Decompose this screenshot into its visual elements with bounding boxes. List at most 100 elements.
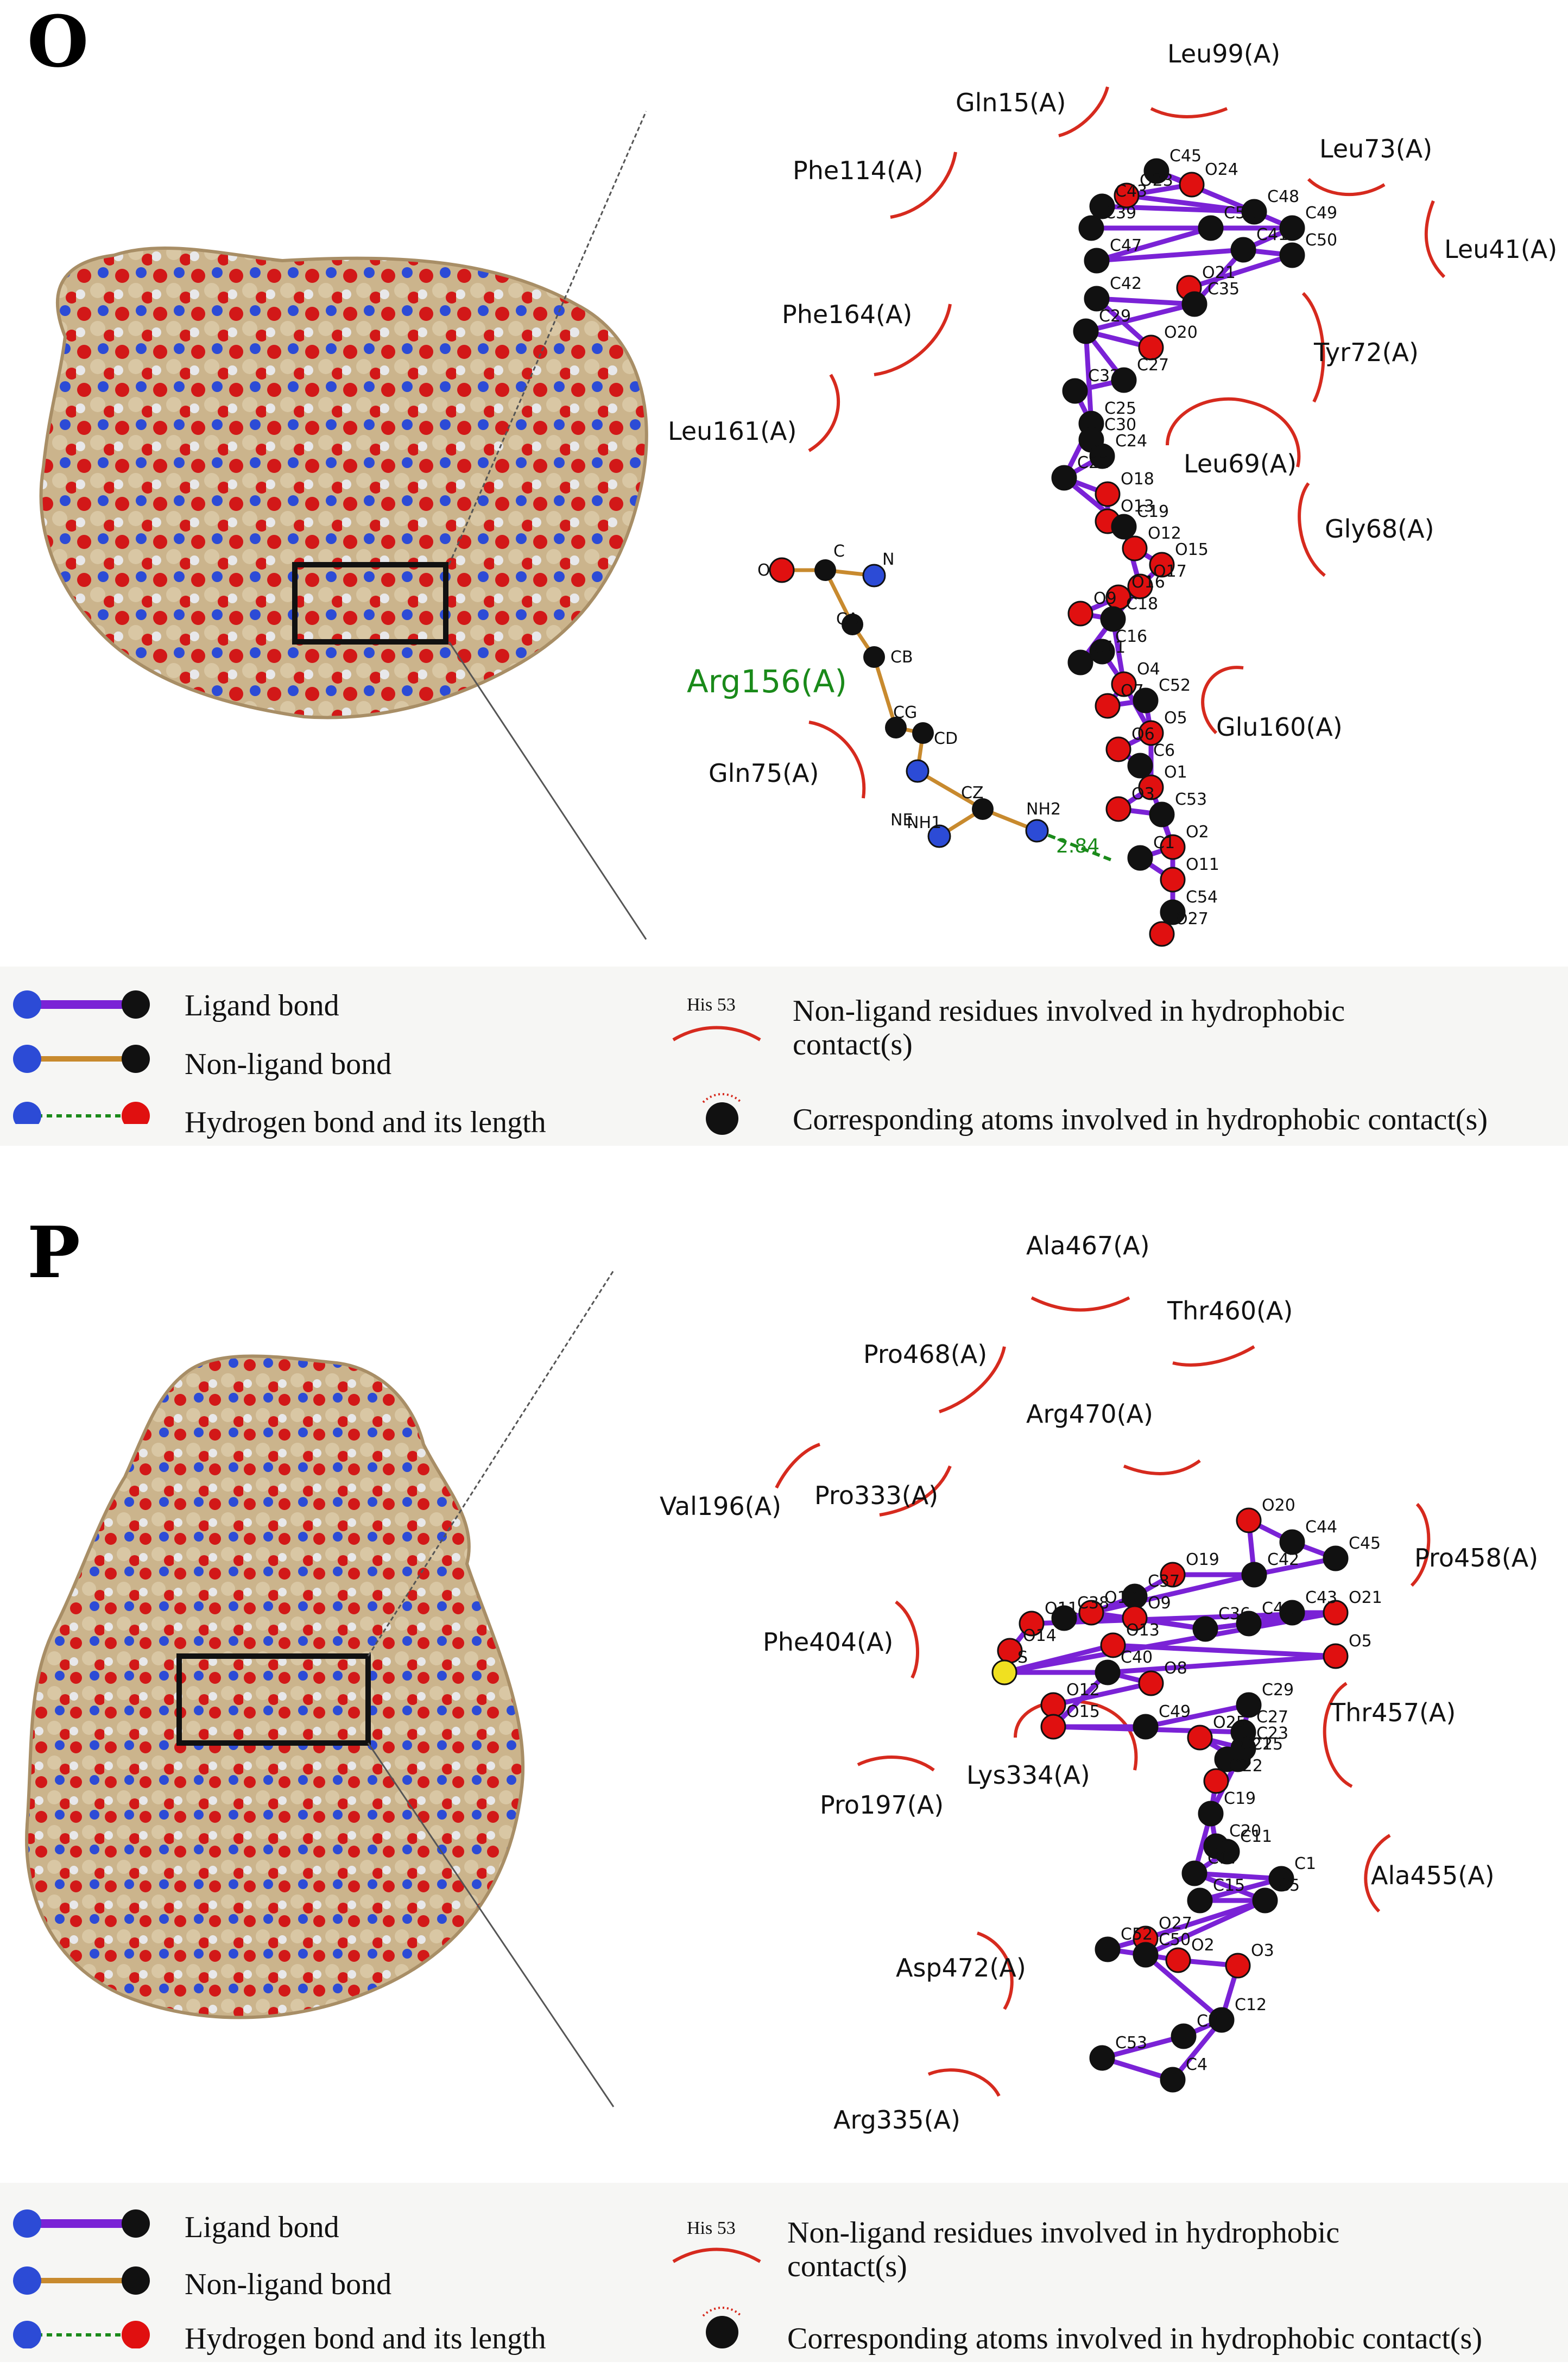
ligand-p-atom-label-28: C21 <box>1240 1735 1272 1754</box>
ligand-o-atom-label-10: C50 <box>1305 231 1337 250</box>
ligand-o-atom-label-35: C52 <box>1159 676 1191 695</box>
protein-surface-p <box>25 1354 525 2019</box>
ligand-p-atom-label-2: C45 <box>1349 1534 1381 1553</box>
ligand-o-atom-37 <box>1105 736 1131 762</box>
arg156-atom-8: CZ <box>961 784 984 803</box>
ligand-o-atom-21 <box>1051 465 1077 491</box>
ligand-p-atom-label-16: O13 <box>1126 1621 1160 1640</box>
ligand-p-atom-label-25: C25 <box>1251 1735 1283 1754</box>
ligand-o-atom-label-8: C47 <box>1110 236 1142 255</box>
residue-labels-o: Leu99(A)Gln15(A)Phe114(A)Leu73(A)Leu41(A… <box>668 39 1557 788</box>
ligand-o-atom-label-27: O17 <box>1153 562 1187 581</box>
ligand-o-atom-label-1: O24 <box>1205 160 1238 179</box>
ligand-p-atom-label-4: O19 <box>1186 1550 1219 1569</box>
ligand-p-atom-label-22: C49 <box>1159 1702 1191 1721</box>
ligand-p-atom-9 <box>1192 1616 1218 1642</box>
ligand-o-atom-label-0: C45 <box>1169 147 1202 166</box>
ligand-p-atom-label-18: C40 <box>1121 1648 1153 1667</box>
ligand-p-atom-label-14: O14 <box>1023 1626 1057 1645</box>
ligand-o-atom-29 <box>1067 601 1093 627</box>
ligand-p-atom-label-7: C38 <box>1077 1594 1109 1613</box>
ligand-p-atom-19 <box>1138 1670 1164 1696</box>
ligand-p-atom-33 <box>1181 1860 1207 1886</box>
ligand-o-atom-label-7: C51 <box>1224 204 1256 223</box>
ligand-p-atom-13 <box>1019 1611 1045 1637</box>
residue-label-p-3: Arg470(A) <box>1026 1399 1153 1429</box>
ligand-o-atom-label-15: C29 <box>1099 307 1131 326</box>
ligand-o-atom-label-32: C16 <box>1115 627 1147 646</box>
ligand-p-atom-label-44: C53 <box>1115 2034 1147 2053</box>
ligand-o-atom-label-17: C32 <box>1088 367 1120 386</box>
arg156-atom-0: O <box>757 561 770 580</box>
ligand-o-atom-36 <box>1138 720 1164 746</box>
ligand-atoms-o <box>1051 158 1305 947</box>
ligand-o-atom-label-9: C41 <box>1256 225 1288 244</box>
legend-p-hydrophobic-residues-1: Non-ligand residues involved in hydropho… <box>787 2216 1340 2250</box>
ligand-p-atom-44 <box>1089 2045 1115 2071</box>
ligand-p-atom-label-20: O12 <box>1066 1681 1100 1700</box>
ligand-p-atom-label-34: C1 <box>1294 1854 1316 1873</box>
arg156-atom-7: NE <box>890 811 913 830</box>
panel-letter-o: O <box>27 0 89 83</box>
ligand-o-atom-label-34: O7 <box>1121 681 1144 700</box>
ligand-p-atom-label-11: C43 <box>1305 1588 1337 1607</box>
residue-label-p-2: Pro468(A) <box>863 1340 987 1369</box>
ligand-o-atom-label-25: O12 <box>1148 524 1181 543</box>
residue-label-o-2: Phe114(A) <box>793 156 923 185</box>
ligand-p-atom-21 <box>1040 1714 1066 1740</box>
residue-label-o-0: Leu99(A) <box>1167 39 1280 68</box>
ligand-o-atom-6 <box>1279 215 1305 241</box>
ligand-atoms-p <box>991 1507 1349 2093</box>
residue-label-o-4: Leu41(A) <box>1444 235 1557 264</box>
ligand-o-atom-label-16: C27 <box>1137 356 1169 375</box>
ligand-o-atom-label-26: O15 <box>1175 540 1209 559</box>
ligand-p-atom-label-27: C23 <box>1256 1724 1288 1743</box>
ligand-o-atom-label-30: C18 <box>1126 595 1158 614</box>
ligand-p-atom-label-38: C52 <box>1121 1925 1153 1944</box>
ligand-o-atom-17 <box>1062 378 1088 404</box>
arg156-atom-5: CG <box>893 703 917 722</box>
legend-p-his-sample: His 53 <box>687 2218 736 2238</box>
ligand-p-atom-label-6: O10 <box>1104 1588 1138 1607</box>
ligand-p-atom-6 <box>1078 1600 1104 1626</box>
arg156-atom-9: NH1 <box>907 813 941 832</box>
residue-label-p-13: Arg335(A) <box>833 2105 960 2135</box>
legend-p: Ligand bond Non-ligand bond Hydrogen bon… <box>0 2183 1568 2362</box>
residue-label-p-8: Thr457(A) <box>1330 1698 1456 1727</box>
ligand-p-atom-20 <box>1040 1692 1066 1718</box>
ligand-p-atom-label-32: C11 <box>1240 1827 1272 1846</box>
ligand-p-atom-11 <box>1279 1600 1305 1626</box>
arg156-atom-2: N <box>882 550 894 569</box>
residue-label-o-11: Gln75(A) <box>709 759 819 788</box>
residue-label-p-7: Phe404(A) <box>763 1627 893 1657</box>
ligand-p-atom-26 <box>1187 1725 1213 1751</box>
ligand-o-atom-3 <box>1241 199 1267 225</box>
ligand-o-atom-label-12: C35 <box>1207 280 1240 299</box>
ligand-p-atom-label-13: O11 <box>1045 1599 1078 1618</box>
ligand-o-atom-label-23: O13 <box>1121 497 1154 516</box>
ligand-p-atom-label-42: C12 <box>1235 1996 1267 2015</box>
ligand-p-atom-23 <box>1236 1692 1262 1718</box>
legend-o-atom-icon <box>702 1093 742 1135</box>
ligand-o-atom-10 <box>1279 242 1305 268</box>
legend-o: Ligand bond Non-ligand bond Hydrogen bon… <box>0 967 1568 1146</box>
legend-p-hydrophobic-atoms: Corresponding atoms involved in hydropho… <box>787 2322 1482 2356</box>
legend-p-icons <box>13 2209 150 2348</box>
ligand-o-atom-43 <box>1127 845 1153 871</box>
ligand-o-atom-24 <box>1111 514 1137 540</box>
ligand-o-atom-32 <box>1089 639 1115 665</box>
ligand-o-atom-label-41: C53 <box>1175 790 1207 809</box>
legend-p-hbond: Hydrogen bond and its length <box>185 2322 546 2356</box>
zoom-line-bottom-p <box>367 1742 615 2107</box>
ligand-o-atom-27 <box>1127 573 1153 599</box>
ligand-p-atom-label-5: C37 <box>1148 1572 1180 1591</box>
ligand-p-atom-label-29: O22 <box>1229 1757 1263 1776</box>
ligand-p-atom-18 <box>1095 1659 1121 1685</box>
ligand-p-atom-label-40: O2 <box>1191 1936 1215 1955</box>
ligand-o-atom-26 <box>1149 552 1175 578</box>
ligand-o-atom-46 <box>1149 921 1175 947</box>
ligand-o-atom-label-42: O2 <box>1186 823 1209 842</box>
